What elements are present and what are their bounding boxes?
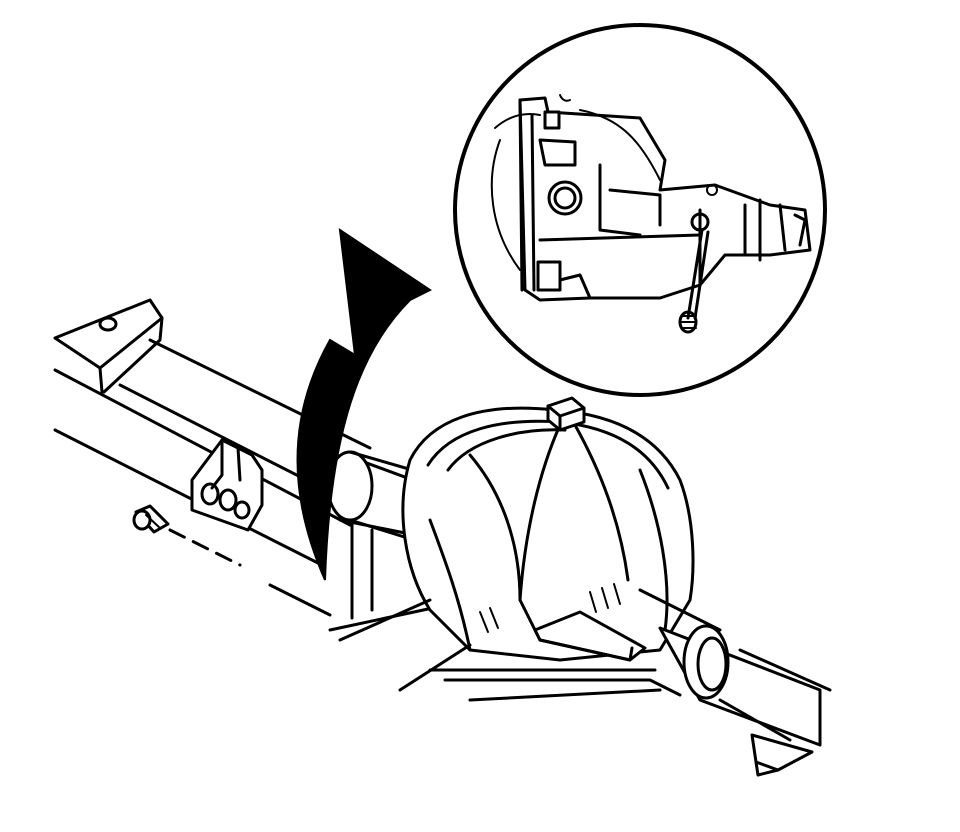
differential-carrier [490, 94, 812, 302]
frame-bracket-bottom [750, 733, 814, 777]
fastener-bolt [132, 504, 242, 567]
differential-housing [401, 396, 695, 662]
mounting-bracket [190, 438, 264, 532]
frame-bracket-top [53, 298, 164, 394]
axle-base-plate [338, 598, 682, 702]
vent-hose-detail [678, 228, 710, 334]
axle-tube-right [638, 588, 832, 747]
wedge-block [533, 610, 647, 662]
detail-magnifier-callout [453, 23, 827, 397]
curved-callout-arrow [296, 227, 432, 581]
